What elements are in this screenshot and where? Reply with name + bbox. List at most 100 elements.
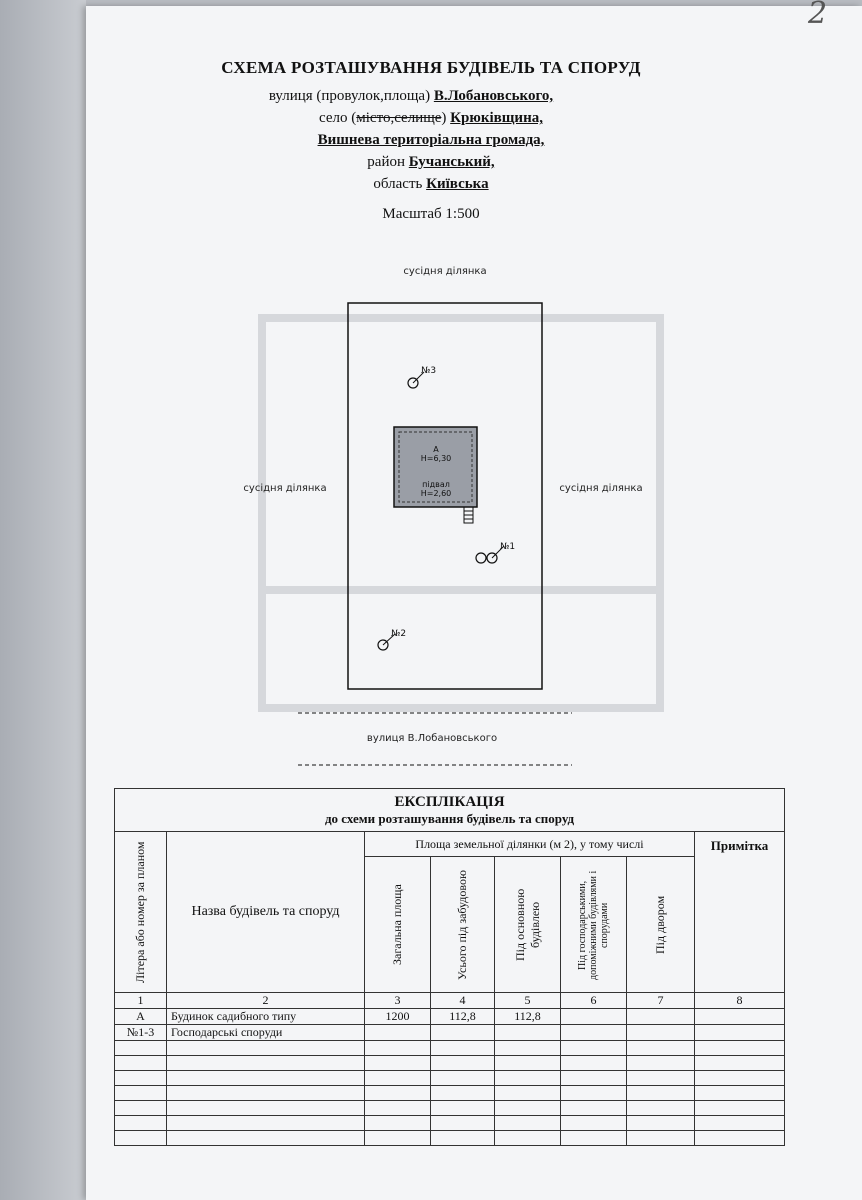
basement-height: Н=2,60 (421, 489, 452, 498)
marker-3-leader (412, 371, 425, 384)
marker-1-symbol-b (486, 552, 498, 564)
table-row: №1-3 Господарські споруди (114, 1024, 786, 1041)
empty-row (114, 1070, 786, 1086)
col-num-8: 8 (693, 992, 786, 1009)
header-row-1: Літера або номер за планом Назва будівел… (114, 830, 786, 993)
marker-2-label: №2 (391, 629, 406, 639)
adjacent-page-edge (0, 0, 86, 1200)
community-line: Вишнева територіальна громада, (0, 132, 862, 149)
col-total-header: Загальна площа (364, 856, 431, 993)
building-height: Н=6,30 (421, 454, 452, 463)
col-num-3: 3 (364, 992, 431, 1009)
col-main-text: Під основною будівлею (512, 888, 542, 961)
explication-subtitle: до схеми розташування будівель та споруд (324, 810, 575, 826)
marker-1-leader (491, 545, 505, 559)
col-name-text: Назва будівель та споруд (191, 904, 340, 919)
row-yard (626, 1024, 695, 1041)
neighbor-top-label: сусідня ділянка (403, 265, 486, 277)
row-total (364, 1024, 431, 1041)
col-yard-header: Під двором (626, 856, 695, 993)
col-built-text: Усього під забудовою (455, 869, 469, 980)
basement-label: підвал (422, 480, 450, 489)
col-letter-text: Літера або номер за планом (133, 841, 147, 983)
header-row-2: Загальна площа Усього під забудовою Під … (115, 856, 785, 993)
empty-row (114, 1100, 786, 1116)
street-value: В.Лобановського, (433, 88, 554, 104)
marker-2-leader (382, 633, 396, 646)
region-line: область Київська (0, 176, 862, 193)
settlement-line: село (місто,селище) Крюківщина, (0, 110, 862, 127)
page-number: 2 (808, 0, 828, 31)
row-main (494, 1024, 561, 1041)
empty-row (114, 1040, 786, 1056)
col-num-7: 7 (626, 992, 695, 1009)
row-name: Будинок садибного типу (166, 1008, 365, 1025)
row-total: 1200 (364, 1008, 431, 1025)
table-row: А Будинок садибного типу 1200 112,8 112,… (114, 1008, 786, 1025)
col-name-header: Назва будівель та споруд (166, 831, 365, 993)
row-aux (560, 1008, 627, 1025)
area-group-header: Площа земельної ділянки (м 2), у тому чи… (364, 830, 695, 858)
community-value: Вишнева територіальна громада, (317, 132, 545, 148)
site-plan: А Н=6,30 підвал Н=2,60 №3 №1 №2 сусідня … (243, 265, 664, 766)
marker-3-symbol (407, 377, 419, 389)
empty-row (114, 1115, 786, 1131)
row-letter: А (114, 1008, 167, 1025)
street-line: вулиця (провулок,площа) В.Лобановського, (0, 88, 862, 105)
neighbor-right-label: сусідня ділянка (559, 482, 642, 494)
col-letter-header: Літера або номер за планом (114, 831, 167, 993)
street-label: вулиця В.Лобановського (367, 733, 497, 744)
bleed-through-ghost (258, 314, 664, 712)
step-lines (464, 510, 473, 520)
explication-title-row: ЕКСПЛІКАЦІЯ до схеми розташування будіве… (113, 788, 786, 832)
empty-row (114, 1130, 786, 1146)
row-yard (626, 1008, 695, 1025)
col-yard-text: Під двором (653, 895, 667, 954)
settlement-prefix: село ( (319, 110, 357, 126)
col-num-6: 6 (560, 992, 627, 1009)
row-aux (560, 1024, 627, 1041)
building-letter: А (433, 445, 439, 454)
empty-row (114, 1085, 786, 1101)
settlement-suffix: ) (441, 110, 447, 126)
plot-boundary (347, 302, 543, 690)
explication-table: ЕКСПЛІКАЦІЯ до схеми розташування будіве… (113, 788, 786, 1146)
row-main: 112,8 (494, 1008, 561, 1025)
basement-outline (398, 431, 473, 503)
column-number-row: 1 2 3 4 5 6 7 8 (114, 992, 786, 1009)
settlement-value: Крюківщина, (450, 110, 543, 126)
empty-row (114, 1055, 786, 1071)
street-prefix: вулиця (провулок,площа) (268, 88, 431, 104)
neighbor-left-label: сусідня ділянка (243, 482, 326, 494)
marker-1-label: №1 (500, 542, 515, 552)
explication-title: ЕКСПЛІКАЦІЯ (394, 793, 505, 810)
col-aux-text: Під господарськими, допоміжними будівлям… (577, 869, 610, 980)
row-letter: №1-3 (114, 1024, 167, 1041)
row-name: Господарські споруди (166, 1024, 365, 1041)
col-built-header: Усього під забудовою (430, 856, 495, 993)
region-value: Київська (426, 176, 489, 192)
area-group-text: Площа земельної ділянки (м 2), у тому чи… (415, 836, 644, 851)
region-prefix: область (373, 176, 423, 192)
scale-label: Масштаб 1:500 (382, 206, 480, 222)
col-total-text: Загальна площа (390, 884, 404, 966)
row-built: 112,8 (430, 1008, 495, 1025)
row-note (693, 1008, 786, 1025)
col-note-header: Примітка (693, 831, 786, 993)
district-prefix: район (367, 154, 406, 170)
district-value: Бучанський, (408, 154, 495, 170)
row-built (430, 1024, 495, 1041)
col-main-header: Під основною будівлею (494, 856, 561, 993)
marker-3-label: №3 (421, 366, 436, 376)
document-title: СХЕМА РОЗТАШУВАННЯ БУДІВЕЛЬ ТА СПОРУД (221, 58, 641, 77)
col-num-4: 4 (430, 992, 495, 1009)
marker-1-symbol (475, 552, 487, 564)
col-note-text: Примітка (710, 838, 769, 853)
house-footprint (393, 426, 478, 508)
settlement-struck: місто,селище (356, 110, 442, 126)
district-line: район Бучанський, (0, 154, 862, 171)
col-num-1: 1 (114, 992, 167, 1009)
marker-2-symbol (377, 639, 389, 651)
col-aux-header: Під господарськими, допоміжними будівлям… (560, 856, 627, 993)
col-num-2: 2 (166, 992, 365, 1009)
